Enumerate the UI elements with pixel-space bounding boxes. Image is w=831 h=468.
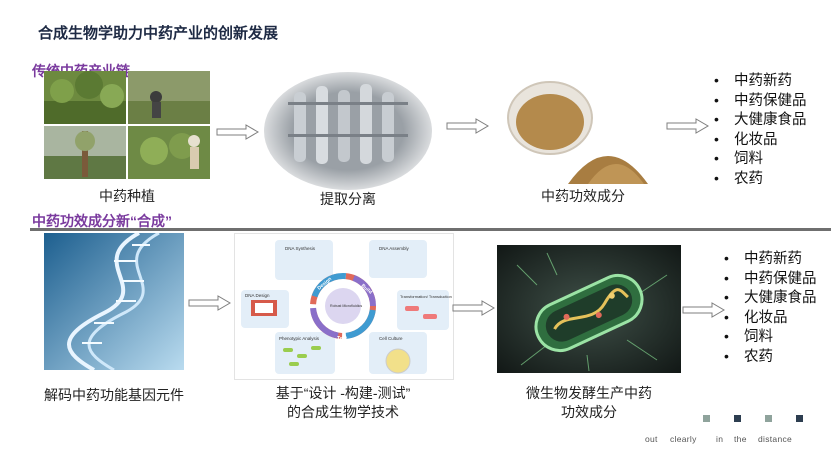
arrow-right-icon <box>666 118 710 134</box>
test-label: Test <box>337 336 347 342</box>
list-item: 化妆品 <box>712 130 807 151</box>
extraction-caption: 提取分离 <box>320 191 376 207</box>
microbe-fermentation-photo <box>497 245 681 373</box>
arrow-right-icon <box>446 118 490 134</box>
planting-photo <box>44 71 210 179</box>
extraction-equipment-photo <box>264 72 432 190</box>
arrow-right-icon <box>452 300 496 316</box>
ferment-caption-line1: 微生物发酵生产中药 <box>526 385 652 401</box>
dbt-caption-line1: 基于“设计 -构建-测试” <box>275 385 411 401</box>
footer-square-icon <box>796 415 803 422</box>
list-item: 中药新药 <box>722 249 817 270</box>
section-title-synthetic: 中药功效成分新“合成” <box>32 213 172 229</box>
herbal-powder-photo <box>498 76 664 184</box>
cell-culture-label: Cell Culture <box>379 336 403 341</box>
list-item: 中药保健品 <box>722 269 817 290</box>
ferment-caption-line2: 功效成分 <box>561 404 617 420</box>
product-list-bottom: 中药新药 中药保健品 大健康食品 化妆品 饲料 农药 <box>722 249 817 368</box>
list-item: 中药保健品 <box>712 91 807 112</box>
dna-design-label: DNA Design <box>245 293 270 298</box>
dna-helix-photo <box>44 233 184 370</box>
list-item: 中药新药 <box>712 71 807 92</box>
design-build-test-diagram: DNA Synthesis DNA Assembly DNA Design Tr… <box>234 233 454 380</box>
transformation-label: Transformation/ Transduction <box>400 294 452 299</box>
product-list-top: 中药新药 中药保健品 大健康食品 化妆品 饲料 农药 <box>712 71 807 190</box>
page-title: 合成生物学助力中药产业的创新发展 <box>38 25 279 42</box>
phenotypic-analysis-label: Phenotypic Analysis <box>279 336 320 341</box>
list-item: 农药 <box>722 347 817 368</box>
footer-square-icon <box>734 415 741 422</box>
list-item: 农药 <box>712 169 807 190</box>
center-label: Robust Microfluidics <box>330 304 362 308</box>
list-item: 饲料 <box>712 149 807 170</box>
footer-word: distance <box>758 434 793 444</box>
footer-word: out <box>645 434 658 444</box>
list-item: 大健康食品 <box>722 288 817 309</box>
arrow-right-icon <box>682 302 726 318</box>
arrow-right-icon <box>188 295 232 311</box>
ingredient-caption: 中药功效成分 <box>541 188 625 204</box>
list-item: 化妆品 <box>722 308 817 329</box>
ferment-caption: 微生物发酵生产中药 功效成分 <box>500 384 678 422</box>
footer-word: clearly <box>670 434 697 444</box>
footer-square-icon <box>703 415 710 422</box>
dna-synthesis-label: DNA Synthesis <box>285 246 316 251</box>
dbt-caption: 基于“设计 -构建-测试” 的合成生物学技术 <box>226 384 460 422</box>
arrow-right-icon <box>216 124 260 140</box>
dbt-caption-line2: 的合成生物学技术 <box>287 404 399 420</box>
dna-assembly-label: DNA Assembly <box>379 246 410 251</box>
footer-word: the <box>734 434 747 444</box>
section-divider <box>30 228 831 231</box>
planting-caption: 中药种植 <box>99 188 155 204</box>
footer-word: in <box>716 434 724 444</box>
decode-caption: 解码中药功能基因元件 <box>44 387 184 403</box>
list-item: 大健康食品 <box>712 110 807 131</box>
footer-square-icon <box>765 415 772 422</box>
list-item: 饲料 <box>722 327 817 348</box>
